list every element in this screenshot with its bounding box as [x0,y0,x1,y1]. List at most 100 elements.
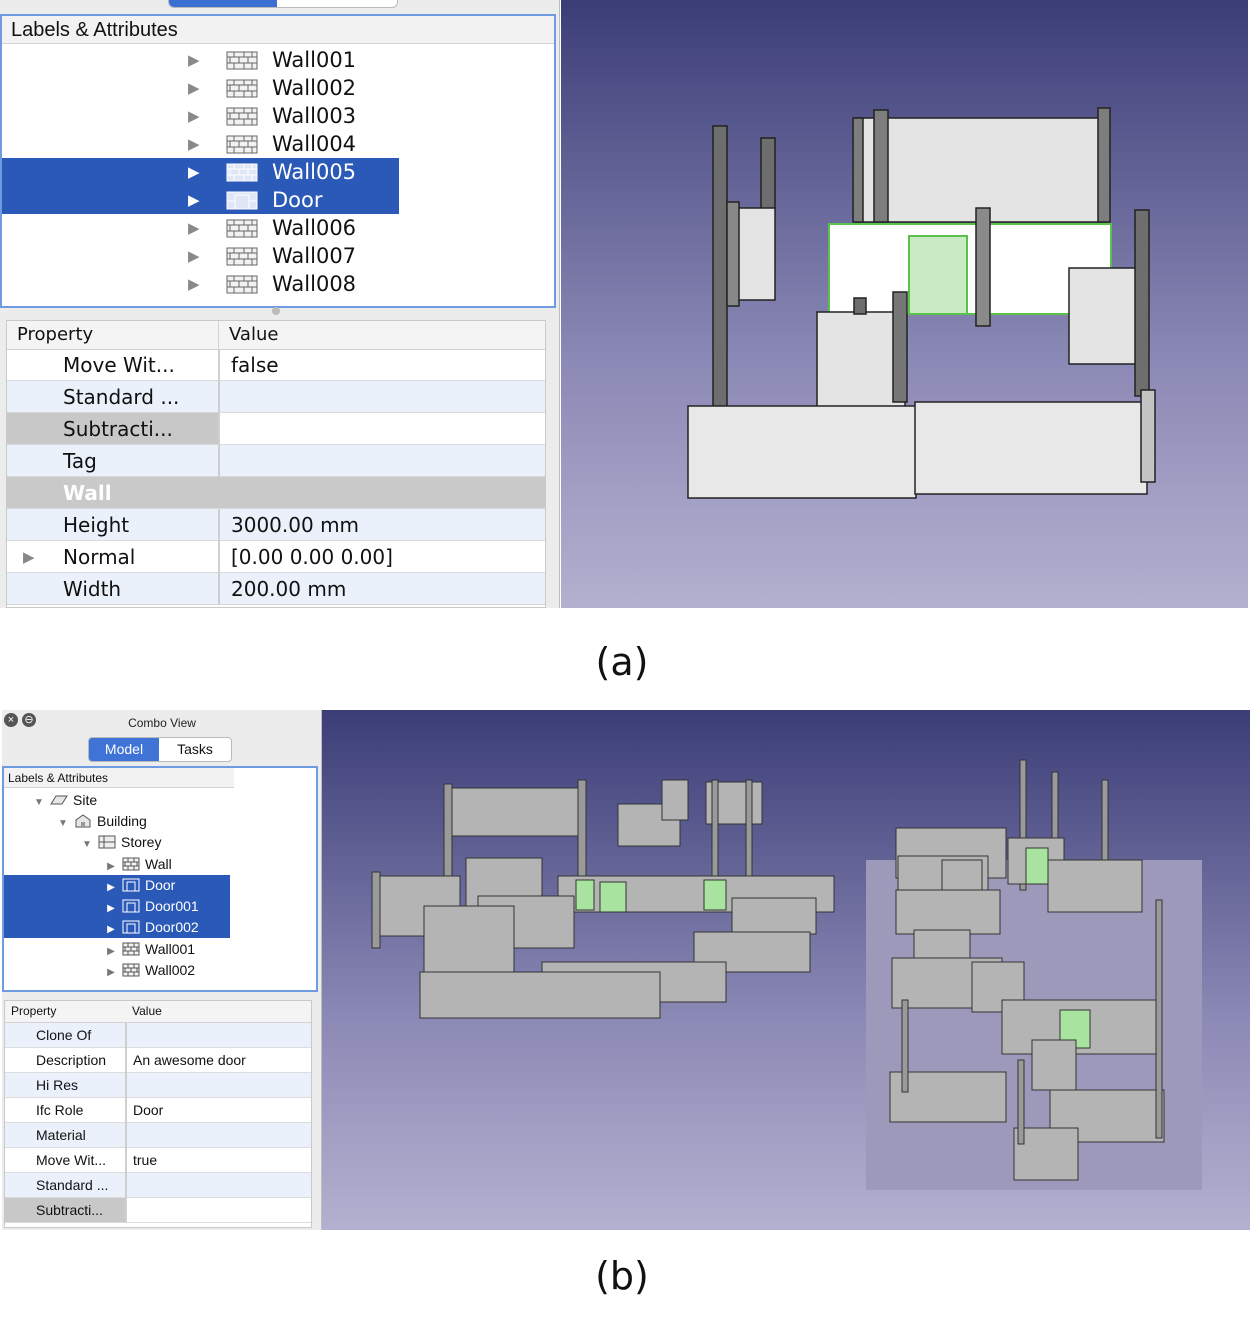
tree-item-label: Wall004 [272,132,357,156]
tree-item-wall006[interactable]: ▶ Wall006 [2,214,399,242]
property-value[interactable] [219,381,545,412]
tree-item-wall[interactable]: ▶Wall [104,854,230,875]
property-value[interactable]: false [231,353,279,377]
expand-arrow-icon[interactable]: ▶ [188,79,200,97]
property-column-header[interactable]: Property [17,324,94,345]
caption-b: (b) [595,1254,649,1298]
wall-icon [226,51,258,70]
tree-item-wall008[interactable]: ▶ Wall008 [2,270,399,298]
tree-item-door002[interactable]: ▶ Door002 [4,917,230,938]
collapse-arrow-icon[interactable]: ▼ [82,839,92,850]
expand-arrow-icon[interactable]: ▶ [188,191,200,209]
property-value[interactable]: 3000.00 mm [231,513,360,537]
tree-item-wall007[interactable]: ▶ Wall007 [2,242,399,270]
expand-arrow-icon[interactable]: ▶ [188,163,200,181]
property-value[interactable] [219,413,545,444]
door-icon [122,878,140,892]
storey-icon [98,835,116,849]
expand-arrow-icon[interactable]: ▶ [188,135,200,153]
property-row[interactable]: Move Wit...true [5,1148,311,1173]
tree-item-wall002[interactable]: ▶Wall002 [104,960,195,981]
door-icon [122,899,140,913]
expand-arrow-icon[interactable]: ▶ [188,107,200,125]
property-row[interactable]: Subtracti... [7,413,545,445]
property-value[interactable] [127,1123,311,1147]
property-value[interactable] [127,1023,311,1047]
property-row[interactable]: Width 200.00 mm [7,573,545,605]
tree-header: Labels & Attributes [2,16,554,44]
tree-item-label: Wall003 [272,104,357,128]
property-value[interactable]: 200.00 mm [231,577,347,601]
restore-icon[interactable]: ⊖ [22,713,36,727]
tree-item-door001[interactable]: ▶ Door001 [4,896,230,917]
value-column-header[interactable]: Value [229,324,279,345]
tree-item-wall001[interactable]: ▶Wall001 [104,939,195,960]
expand-arrow-icon[interactable]: ▶ [188,219,200,237]
property-value[interactable]: true [133,1152,158,1168]
property-row[interactable]: Material [5,1123,311,1148]
tree-item-building[interactable]: ▼ Building [56,811,147,832]
property-name: Description [36,1052,107,1068]
tree-item-label: Door002 [145,919,199,935]
expand-arrow-icon[interactable]: ▶ [188,247,200,265]
tree-item-site[interactable]: ▼Site [32,790,97,811]
caption-a: (a) [595,640,649,684]
expand-arrow-icon[interactable]: ▶ [107,924,115,935]
expand-arrow-icon[interactable]: ▶ [107,946,115,957]
expand-arrow-icon[interactable]: ▶ [107,882,115,893]
tree-item-storey[interactable]: ▼Storey [80,832,161,853]
property-row[interactable]: ▶ Normal [0.00 0.00 0.00] [7,541,545,573]
collapse-arrow-icon[interactable]: ▼ [58,818,68,829]
tree-item-wall001[interactable]: ▶ Wall001 [2,46,399,74]
property-value[interactable] [219,445,545,476]
value-column-header[interactable]: Value [132,1004,162,1018]
collapse-arrow-icon[interactable]: ▼ [34,797,44,808]
property-row[interactable]: Subtracti... [5,1198,311,1223]
expand-arrow-icon[interactable]: ▶ [107,903,115,914]
property-value[interactable]: [0.00 0.00 0.00] [231,545,393,569]
model-tree[interactable]: Labels & Attributes ▶ Wall001 ▶ Wall002 … [0,14,556,308]
property-table-header: Property Value [7,321,545,350]
tree-item-label: Building [97,813,147,829]
property-value[interactable]: An awesome door [133,1052,246,1068]
tree-item-wall002[interactable]: ▶ Wall002 [2,74,399,102]
splitter-handle[interactable] [272,307,280,315]
3d-viewport[interactable] [561,0,1248,608]
3d-viewport[interactable] [322,710,1250,1230]
property-row[interactable]: Hi Res [5,1073,311,1098]
property-row[interactable]: Description An awesome door [5,1048,311,1073]
tree-item-wall003[interactable]: ▶ Wall003 [2,102,399,130]
wall-icon [226,247,258,266]
tree-item-door[interactable]: ▶ Door [2,186,399,214]
tab-tasks[interactable]: Tasks [177,741,213,757]
property-value[interactable] [127,1173,311,1197]
property-group-wall[interactable]: Wall [7,477,545,509]
tree-item-door[interactable]: ▶Door [4,875,230,896]
tree-item-label: Door [272,188,323,212]
property-value[interactable] [127,1198,311,1222]
expand-arrow-icon[interactable]: ▶ [188,275,200,293]
property-row[interactable]: Height 3000.00 mm [7,509,545,541]
expand-arrow-icon[interactable]: ▶ [23,548,35,566]
tab-model[interactable] [169,0,277,7]
expand-arrow-icon[interactable]: ▶ [188,51,200,69]
tree-item-label: Door001 [145,898,199,914]
tab-model[interactable]: Model [89,738,159,761]
property-column-header[interactable]: Property [11,1004,57,1018]
property-row[interactable]: Standard ... [7,381,545,413]
expand-arrow-icon[interactable]: ▶ [107,861,115,872]
tree-item-wall004[interactable]: ▶ Wall004 [2,130,399,158]
property-row[interactable]: Move Wit... false [7,349,545,381]
door-icon [122,920,140,934]
model-tree[interactable]: Labels & Attributes ▼Site ▼Building ▼Sto… [2,766,318,992]
property-name: Standard ... [63,385,180,409]
tree-item-wall005[interactable]: ▶ Wall005 [2,158,399,186]
property-value[interactable] [127,1073,311,1097]
expand-arrow-icon[interactable]: ▶ [107,967,115,978]
property-value[interactable]: Door [133,1102,164,1118]
property-row[interactable]: Tag [7,445,545,477]
close-icon[interactable]: × [4,713,18,727]
property-row[interactable]: Clone Of [5,1023,311,1048]
property-row[interactable]: Standard ... [5,1173,311,1198]
